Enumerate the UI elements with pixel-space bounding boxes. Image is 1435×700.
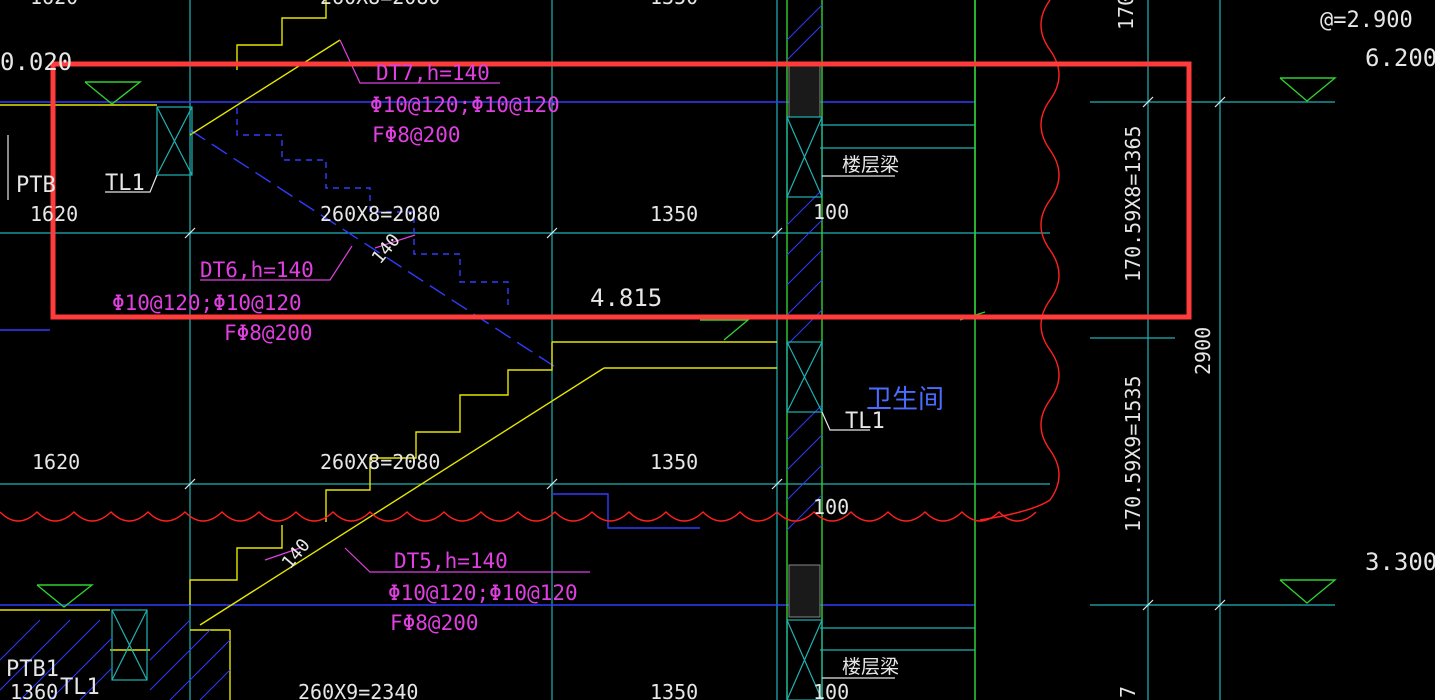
tl1-label-b: TL1: [845, 409, 885, 434]
beam-sections: [111, 106, 823, 700]
stair-steps-solid: [0, 0, 777, 700]
row3-260x9-label: 260X9=2340: [298, 680, 418, 700]
floor-lines: [0, 101, 975, 606]
slab-thickness-label-a: 140: [368, 230, 405, 268]
ptb-label: PTB: [16, 173, 56, 198]
dt6-rebar-line1: Φ10@120;Φ10@120: [112, 291, 302, 315]
elevation-0020-label: 0.020: [0, 48, 72, 76]
concrete-section: [788, 61, 821, 618]
top-260x8-label: 260X8=2080: [320, 0, 440, 9]
row2-1620-label: 1620: [32, 450, 80, 474]
vertical-2900-label: 2900: [1191, 327, 1215, 375]
dt6-rebar-line2: FΦ8@200: [224, 321, 313, 345]
top-170-label: 170.: [1114, 0, 1138, 30]
washroom-label: 卫生间: [866, 385, 944, 415]
dt7-title: DT7,h=140: [376, 61, 490, 85]
floor-beam-label-b: 楼层梁: [842, 656, 899, 678]
elevation-3300-label: 3.300: [1365, 548, 1435, 576]
dt7-rebar-line1: Φ10@120;Φ10@120: [370, 93, 560, 117]
row2-100-label: 100: [813, 495, 849, 519]
tl1-label-a: TL1: [105, 171, 145, 196]
elevation-at-label: @=2.900: [1320, 8, 1413, 33]
row3-1350-label: 1350: [650, 680, 698, 700]
row1-100-label: 100: [813, 200, 849, 224]
dt7-rebar-line2: FΦ8@200: [372, 123, 461, 147]
wall-hatch: [786, 4, 823, 531]
vertical-1535-label: 170.59X9=1535: [1121, 375, 1145, 532]
top-1350-label: 1350: [650, 0, 698, 9]
row2-1350-label: 1350: [650, 450, 698, 474]
ptb1-label: PTB1: [6, 657, 59, 682]
row3-100-label: 100: [813, 680, 849, 700]
stair-steps-dashed: [236, 108, 509, 310]
tl1-label-c: TL1: [60, 675, 100, 700]
elevation-6200-label: 6.200: [1365, 44, 1435, 72]
vertical-bottom-label: 7: [1116, 686, 1140, 698]
row1-1620-label: 1620: [30, 202, 78, 226]
top-1620-label: 1620: [30, 0, 78, 9]
dt5-rebar-line2: FΦ8@200: [390, 611, 479, 635]
floor-beam-label-a: 楼层梁: [842, 154, 899, 176]
dimension-ticks: [184, 96, 1226, 611]
elevation-4815-label: 4.815: [590, 284, 662, 312]
vertical-1365-label: 170.59X8=1365: [1121, 125, 1145, 282]
break-lines: [0, 0, 1060, 522]
label-leaders: [7, 135, 895, 679]
slab-thickness-label-b: 140: [278, 535, 315, 573]
axis-lines: [0, 0, 1335, 700]
callout-leaders: [200, 39, 590, 573]
dt6-title: DT6,h=140: [200, 258, 314, 282]
row1-1350-label: 1350: [650, 202, 698, 226]
row3-1360-label: 1360: [10, 680, 58, 700]
dt5-rebar-line1: Φ10@120;Φ10@120: [388, 581, 578, 605]
row2-260x8-label: 260X8=2080: [320, 450, 440, 474]
highlight-box: [50, 61, 1192, 320]
row1-260x8-label: 260X8=2080: [320, 202, 440, 226]
ptb1-hatch: [0, 619, 231, 700]
dt5-title: DT5,h=140: [394, 549, 508, 573]
